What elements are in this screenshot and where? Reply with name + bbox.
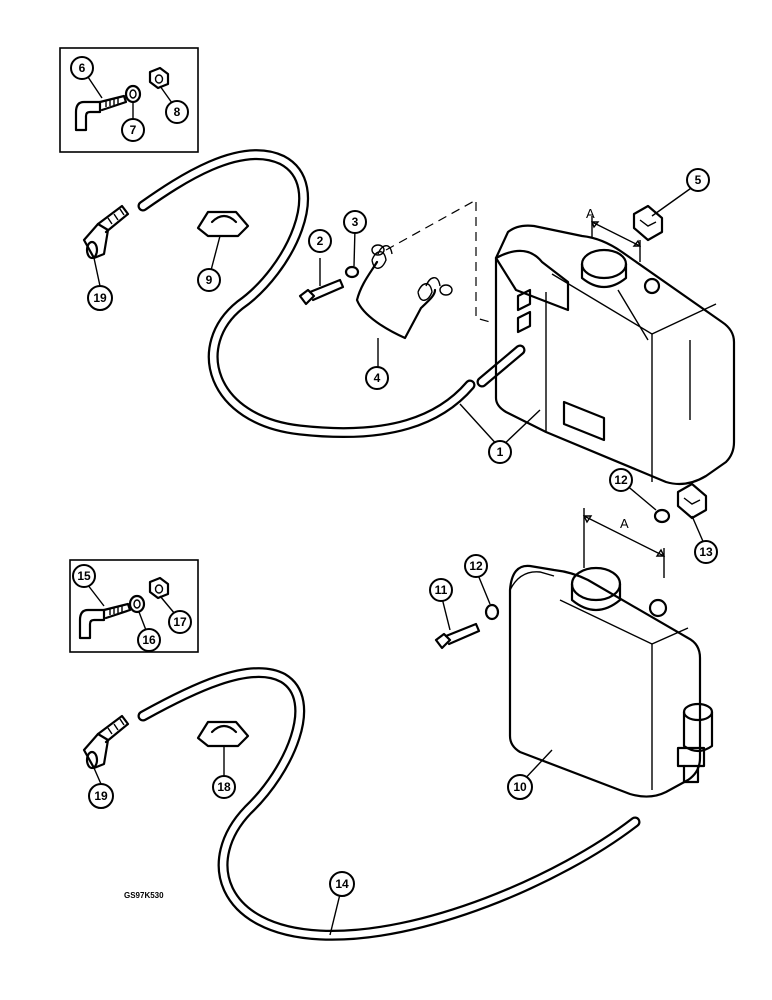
- callout-3-label: 3: [352, 215, 359, 229]
- dimension-upper: A: [586, 206, 642, 262]
- clip-upper: [196, 210, 250, 238]
- callout-6-label: 6: [79, 61, 86, 75]
- callout-11-label: 11: [435, 583, 448, 597]
- reservoir-upper: [494, 224, 736, 486]
- callout-12-upper-label: 12: [614, 473, 628, 487]
- leader-lines: [81, 67, 706, 936]
- washer-upper: [344, 265, 360, 279]
- callout-17: 17: [168, 610, 192, 634]
- callout-18: 18: [212, 775, 236, 799]
- clip-lower: [196, 720, 250, 748]
- callout-14-label: 14: [335, 877, 349, 891]
- callout-10-label: 10: [513, 780, 527, 794]
- reservoir-lower: [508, 564, 714, 798]
- callout-15: 15: [72, 564, 96, 588]
- callout-16-label: 16: [142, 633, 156, 647]
- callout-14: 14: [329, 871, 355, 897]
- callout-5: 5: [686, 168, 710, 192]
- callout-19-upper-label: 19: [93, 291, 107, 305]
- callout-4: 4: [365, 366, 389, 390]
- hose-upper: [137, 149, 526, 438]
- callout-15-label: 15: [77, 569, 91, 583]
- callout-18-label: 18: [217, 780, 231, 794]
- washer-12-upper: [653, 508, 671, 524]
- bracket-upper: [355, 244, 453, 340]
- callout-7: 7: [121, 118, 145, 142]
- callout-2-label: 2: [317, 234, 324, 248]
- bolt-upper: [298, 278, 345, 306]
- callout-12-upper: 12: [609, 468, 633, 492]
- clip-13: [676, 482, 708, 520]
- callout-17-label: 17: [173, 615, 187, 629]
- callout-13-label: 13: [699, 545, 713, 559]
- callout-19-lower-label: 19: [94, 789, 108, 803]
- alignment-dash-upper: [385, 198, 491, 323]
- callout-7-label: 7: [130, 123, 137, 137]
- callout-16: 16: [137, 628, 161, 652]
- callout-5-label: 5: [695, 173, 702, 187]
- reference-code: GS97K530: [124, 891, 164, 900]
- nozzle-lower: [82, 714, 130, 770]
- callout-4-label: 4: [374, 371, 381, 385]
- callout-8-label: 8: [174, 105, 181, 119]
- callout-12-lower: 12: [464, 554, 488, 578]
- callout-2: 2: [308, 229, 332, 253]
- callout-10: 10: [507, 774, 533, 800]
- callout-1-label: 1: [497, 445, 504, 459]
- dimension-lower: A: [582, 508, 666, 578]
- dimension-label-lower: A: [620, 516, 629, 531]
- washer-12-lower: [484, 603, 500, 621]
- callout-9-label: 9: [206, 273, 213, 287]
- callout-13: 13: [694, 540, 718, 564]
- callout-12-lower-label: 12: [469, 559, 483, 573]
- callout-19-lower: 19: [88, 783, 114, 809]
- callout-3: 3: [343, 210, 367, 234]
- callout-11: 11: [429, 578, 453, 602]
- bolt-lower: [434, 622, 481, 650]
- callout-9: 9: [197, 268, 221, 292]
- dimension-label-upper: A: [586, 206, 595, 221]
- hose-lower: [137, 667, 641, 941]
- nozzle-upper: [82, 204, 130, 260]
- callout-1: 1: [488, 440, 512, 464]
- callout-8: 8: [165, 100, 189, 124]
- callout-6: 6: [70, 56, 94, 80]
- callout-19-upper: 19: [87, 285, 113, 311]
- clip-5: [632, 204, 664, 242]
